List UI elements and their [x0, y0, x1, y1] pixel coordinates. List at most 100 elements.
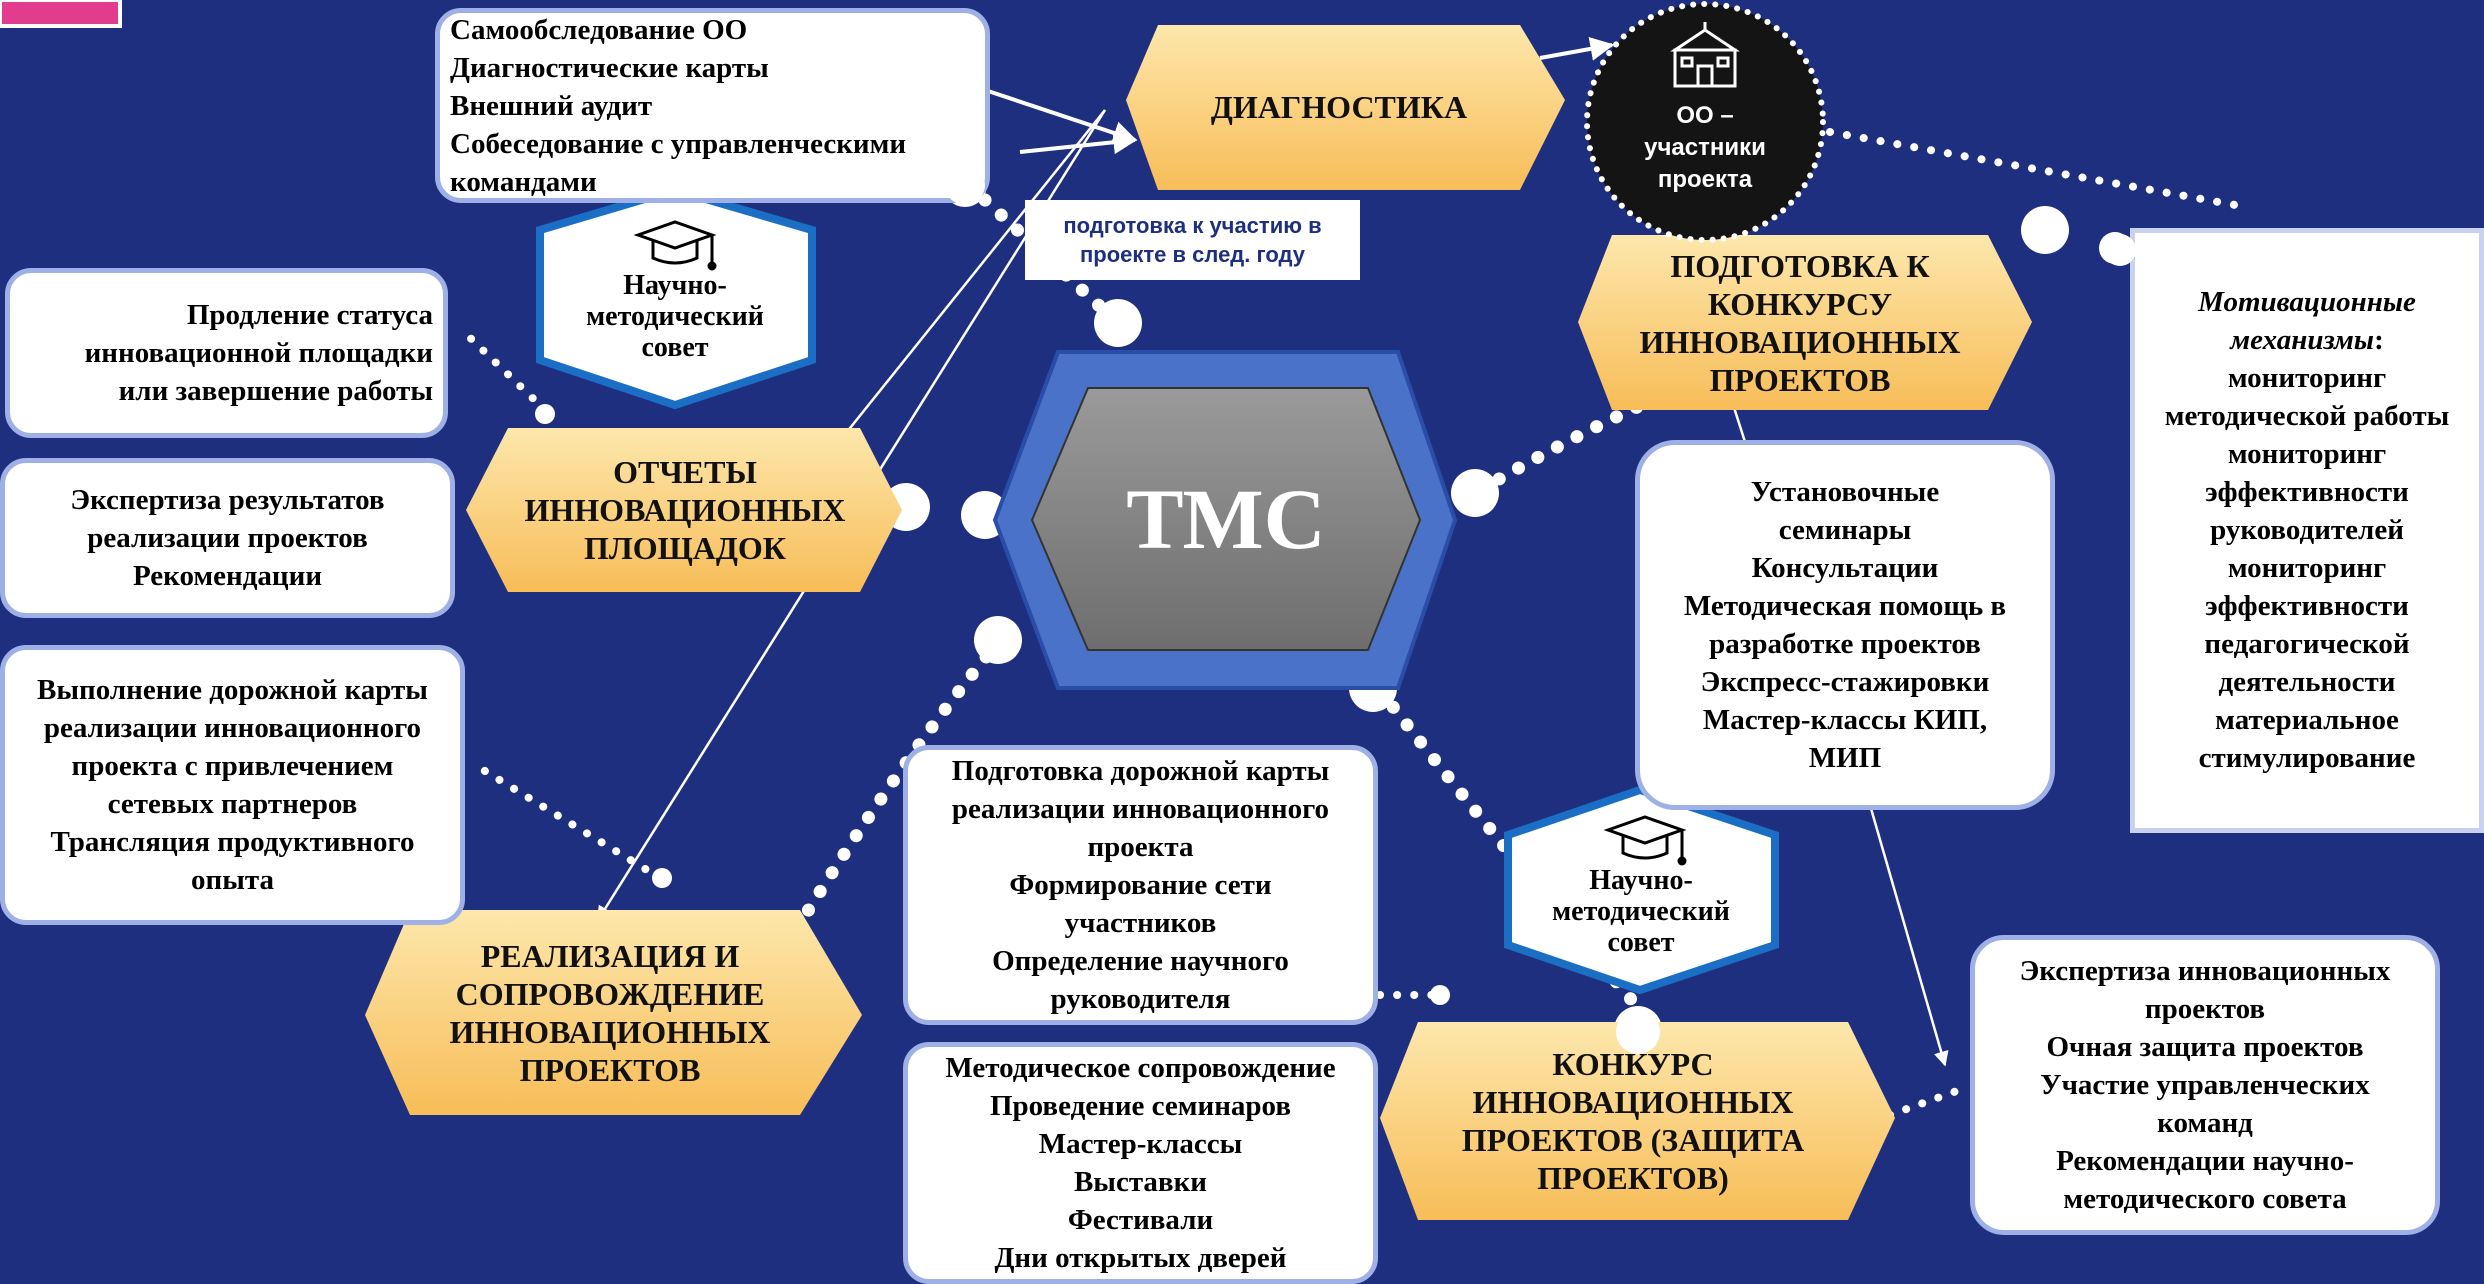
box-line: Экспертиза результатов — [70, 484, 385, 516]
stage-line: ИННОВАЦИОННЫХ — [449, 1013, 771, 1050]
center-hexagon — [1030, 387, 1422, 651]
connector-tools-to-diagnostics — [984, 88, 1138, 145]
council-line: методический — [1552, 896, 1730, 927]
council-line: Научно- — [1589, 865, 1693, 896]
box-expertise-results: Экспертиза результатов реализации проект… — [0, 458, 455, 618]
stage-line: ПРОЕКТОВ (ЗАЩИТА — [1461, 1122, 1805, 1158]
dotted-center-to-contest — [1373, 683, 1647, 1017]
box-motivation: Мотивационные механизмы: мониторинг мето… — [2130, 228, 2484, 833]
participants-line: проекта — [1657, 166, 1753, 193]
note-line: подготовка к участию в — [1063, 213, 1322, 238]
dot — [2104, 234, 2136, 266]
box-line: инновационной площадки — [84, 337, 433, 369]
box-line: Диагностические карты — [450, 51, 769, 84]
graduation-cap-icon — [1603, 815, 1687, 866]
stage-line: ОТЧЕТЫ — [613, 454, 757, 490]
dotted-contest-to-expertise — [1886, 1084, 1969, 1119]
box-line: Установочные — [1750, 476, 1940, 508]
box-diagnostics-tools: Самообследование ОО Диагностические карт… — [435, 8, 990, 203]
box-line: мониторинг — [2227, 438, 2387, 470]
note-line: проекте в след. году — [1079, 242, 1305, 267]
box-line: реализации инновационного — [951, 793, 1330, 825]
stage-hex-reports — [466, 428, 902, 592]
box-line: команд — [2157, 1107, 2253, 1139]
box-line: участников — [1064, 907, 1217, 939]
motivation-heading: Мотивационные механизмы: — [2135, 283, 2479, 359]
stage-label-implementation: РЕАЛИЗАЦИЯ И СОПРОВОЖДЕНИЕ ИННОВАЦИОННЫХ… — [405, 910, 815, 1115]
dot — [535, 404, 555, 424]
council-line: методический — [586, 301, 764, 332]
dot — [1616, 1010, 1660, 1054]
dot — [2023, 208, 2067, 252]
box-line: методического совета — [2063, 1183, 2347, 1215]
stage-label-contest-prep: ПОДГОТОВКА К КОНКУРСУ ИННОВАЦИОННЫХ ПРОЕ… — [1612, 235, 1988, 410]
stage-label-contest: КОНКУРС ИННОВАЦИОННЫХ ПРОЕКТОВ (ЗАЩИТА П… — [1412, 1022, 1854, 1220]
box-line: Экспресс-стажировки — [1700, 666, 1990, 698]
dot — [1430, 985, 1450, 1005]
box-line: Внешний аудит — [450, 89, 653, 122]
stage-line: СОПРОВОЖДЕНИЕ — [455, 975, 765, 1012]
box-line: проекта — [1087, 831, 1194, 863]
box-line: Участие управленческих — [2040, 1069, 2370, 1101]
box-line: семинары — [1778, 514, 1912, 546]
stage-hex-contest — [1380, 1022, 1895, 1220]
box-line: командами — [450, 165, 597, 198]
box-project-expertise: Экспертиза инновационных проектов Очная … — [1970, 935, 2440, 1235]
box-line: Консультации — [1751, 552, 1939, 584]
box-line: сетевых партнеров — [107, 788, 358, 820]
box-line: мониторинг — [2227, 362, 2387, 394]
stage-label-reports: ОТЧЕТЫ ИННОВАЦИОННЫХ ПЛОЩАДОК — [500, 428, 870, 592]
graduation-cap-icon — [633, 220, 717, 271]
box-line: Выставки — [1073, 1166, 1208, 1198]
council-hexagon-bottom — [1504, 785, 1779, 995]
dotted-participants-to-motivation — [1826, 128, 2239, 209]
box-line: Рекомендации научно- — [2056, 1145, 2354, 1177]
connector-seminars-to-expertise — [1868, 804, 1949, 1067]
box-line: методической работы — [2164, 400, 2450, 432]
stage-line: КОНКУРСУ — [1707, 285, 1893, 322]
dotted-center-to-implementation — [783, 633, 1007, 947]
box-line: Проведение семинаров — [989, 1090, 1291, 1122]
box-line: педагогической — [2204, 628, 2410, 660]
box-line: стимулирование — [2198, 742, 2416, 774]
council-label-top: Научно- методический совет — [545, 270, 805, 363]
box-line: Экспертиза инновационных — [2019, 955, 2391, 987]
box-line: мониторинг — [2227, 552, 2387, 584]
box-line: Определение научного — [992, 945, 1289, 977]
school-building-icon — [1670, 22, 1740, 88]
box-line: Мастер-классы КИП, — [1702, 704, 1988, 736]
box-line: реализации инновационного — [43, 712, 422, 744]
box-line: проектов — [2144, 993, 2266, 1025]
participants-line: участники — [1644, 134, 1766, 161]
dotted-implementation-to-roadmap — [476, 764, 664, 882]
box-line: разработке проектов — [1709, 628, 1981, 660]
council-label-bottom: Научно- методический совет — [1510, 865, 1772, 958]
box-line: опыта — [191, 864, 274, 896]
stage-line: РЕАЛИЗАЦИЯ И — [480, 937, 740, 974]
box-line: Самообследование ОО — [450, 13, 748, 46]
box-line: Фестивали — [1067, 1204, 1214, 1236]
stage-line: ИННОВАЦИОННЫХ — [524, 492, 846, 528]
box-line: руководителей — [2210, 514, 2404, 546]
box-line: Мастер-классы — [1038, 1128, 1243, 1160]
dotted-reports-to-status — [458, 326, 549, 414]
stage-line: ПОДГОТОВКА К — [1670, 247, 1930, 284]
box-line: деятельности — [2218, 666, 2396, 698]
dot — [1094, 299, 1142, 347]
stage-hex-implementation — [365, 910, 862, 1115]
dot — [652, 868, 672, 888]
box-roadmap-execution: Выполнение дорожной карты реализации инн… — [0, 645, 465, 925]
stage-line: ПРОЕКТОВ — [1709, 361, 1891, 398]
stage-line: ИННОВАЦИОННЫХ — [1639, 323, 1961, 360]
box-line: эффективности — [2205, 590, 2409, 622]
corner-image-border — [0, 0, 122, 28]
participants-line: ОО – — [1676, 102, 1734, 129]
box-roadmap-prep: Подготовка дорожной карты реализации инн… — [903, 745, 1378, 1025]
connector-note-to-reports — [809, 109, 1106, 480]
stage-hex-diagnostics — [1126, 25, 1565, 190]
box-line: Трансляция продуктивного — [50, 826, 415, 858]
next-year-note: подготовка к участию в проекте в след. г… — [1025, 200, 1360, 280]
box-line: Подготовка дорожной карты — [951, 755, 1330, 787]
